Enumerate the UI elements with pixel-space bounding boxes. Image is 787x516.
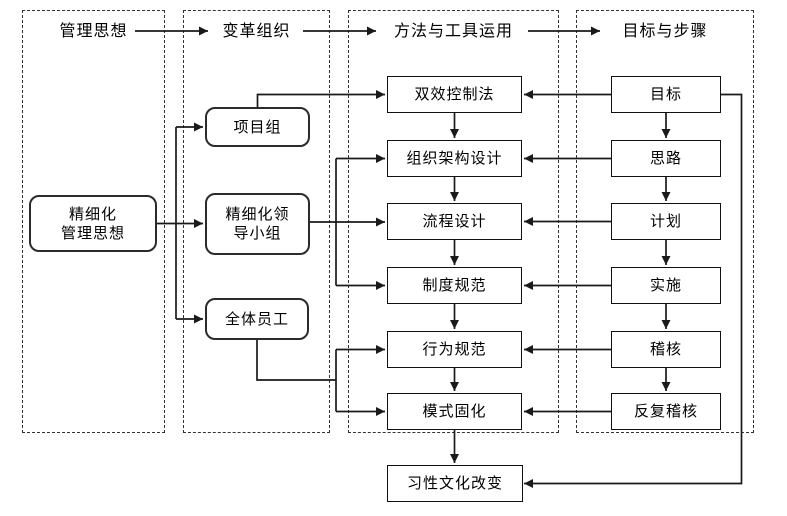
node-dual-effect-control: 双效控制法 [387,76,522,113]
node-system-norms: 制度规范 [387,267,522,304]
phase-title: 方法与工具运用 [393,23,513,40]
phase-title: 变革组织 [222,23,291,40]
node-refined-management-thought: 精细化 管理思想 [29,195,157,252]
project-team-line [256,90,385,107]
phase-title: 管理思想 [59,23,128,40]
node-goal: 目标 [611,76,721,113]
node-pattern-solidify: 模式固化 [387,393,522,430]
node-audit: 稽核 [611,331,721,368]
all-employees-lines [256,340,385,416]
node-refined-leading-group: 精细化领 导小组 [205,193,310,255]
node-project-team: 项目组 [205,107,310,147]
feedback-loop-line [524,93,743,488]
node-implement: 实施 [611,267,721,304]
node-approach: 思路 [611,140,721,177]
node-repeated-audit: 反复稽核 [611,393,721,430]
org-branch-lines [157,122,203,324]
node-process-design: 流程设计 [387,203,522,240]
phase-management-thought: 管理思想 [22,10,165,433]
step-to-method-arrows [524,90,611,416]
node-all-employees: 全体员工 [205,298,309,340]
node-plan: 计划 [611,203,721,240]
node-habit-culture-change: 习性文化改变 [387,465,523,502]
node-behavior-norms: 行为规范 [387,331,522,368]
leading-group-lines [310,154,385,290]
node-org-structure-design: 组织架构设计 [387,140,522,177]
phase-title: 目标与步骤 [622,23,708,40]
